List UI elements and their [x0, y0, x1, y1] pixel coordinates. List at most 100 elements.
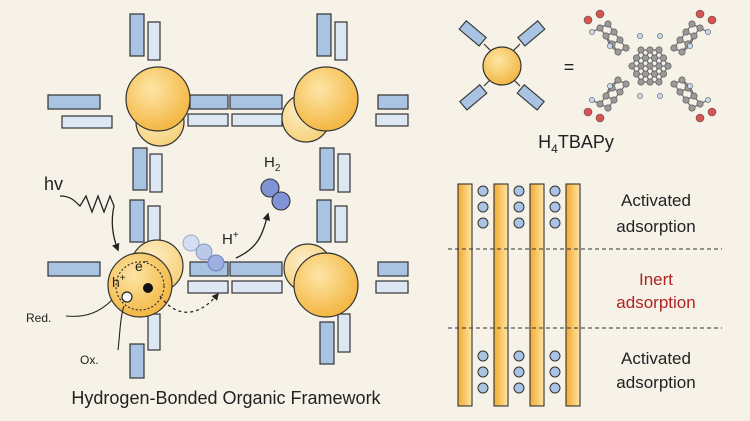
atom	[614, 76, 622, 84]
proton-spheres	[182, 234, 225, 272]
photon-label: hv	[44, 174, 63, 194]
adsorbed-molecule	[549, 201, 561, 213]
atom	[604, 20, 612, 28]
atom	[687, 83, 693, 89]
atom	[682, 96, 690, 104]
atom	[657, 33, 663, 39]
tbapy-structure-icon	[583, 9, 717, 123]
atom	[670, 80, 678, 88]
atom	[614, 48, 622, 56]
framework-node-top-right	[229, 13, 409, 193]
atom	[690, 32, 698, 40]
atom	[641, 70, 649, 78]
adsorbed-molecule	[513, 350, 525, 362]
adsorbed-molecule	[513, 382, 525, 394]
adsorbed-molecule	[477, 217, 489, 229]
atom	[655, 62, 663, 70]
framework-node-top-left	[47, 13, 229, 193]
electron-dot	[143, 283, 153, 293]
atom	[637, 93, 643, 99]
atom	[589, 29, 595, 35]
atom	[596, 24, 604, 32]
atom	[678, 48, 686, 56]
atom	[637, 78, 645, 86]
adsorbed-molecule	[513, 185, 525, 197]
adsorbed-molecule	[549, 217, 561, 229]
framework-node-bottom-left	[47, 199, 229, 379]
framework-lattice	[47, 13, 409, 379]
atom	[610, 28, 618, 36]
pore-wall	[457, 183, 473, 407]
red-pointer	[65, 299, 113, 317]
atom	[655, 78, 663, 86]
adsorbed-molecule	[513, 201, 525, 213]
adsorbed-molecule	[477, 350, 489, 362]
atom	[607, 83, 613, 89]
atom	[695, 113, 705, 123]
atom	[676, 88, 684, 96]
hole-dot	[121, 291, 133, 303]
atom	[646, 78, 654, 86]
photon-wave-icon	[59, 194, 120, 252]
zone-bottom-line2: adsorption	[616, 373, 695, 392]
atom	[628, 62, 636, 70]
atom	[690, 92, 698, 100]
adsorbed-molecule	[549, 366, 561, 378]
hole-label: h+	[112, 273, 126, 290]
adsorbed-molecule	[513, 217, 525, 229]
atom	[637, 33, 643, 39]
atom	[602, 92, 610, 100]
zone-top-line2: adsorption	[616, 217, 695, 236]
tbapy-schematic-icon	[458, 20, 546, 111]
atom	[622, 44, 630, 52]
atom	[641, 54, 649, 62]
atom	[650, 70, 658, 78]
atom	[678, 76, 686, 84]
framework-caption: Hydrogen-Bonded Organic Framework	[71, 388, 381, 408]
atom	[705, 29, 711, 35]
adsorbed-molecule	[477, 382, 489, 394]
adsorbed-molecule	[549, 185, 561, 197]
atom	[583, 15, 593, 25]
reduction-arrow	[235, 212, 271, 259]
oxidation-label: Ox.	[80, 353, 99, 367]
pore-channel	[457, 183, 581, 407]
electron-label: e−	[135, 257, 149, 274]
pore-wall	[565, 183, 581, 407]
atom	[705, 97, 711, 103]
adsorbed-molecule	[513, 366, 525, 378]
atom	[696, 100, 704, 108]
atom	[589, 97, 595, 103]
atom	[616, 88, 624, 96]
pore-wall	[529, 183, 545, 407]
atom	[602, 32, 610, 40]
atom	[637, 62, 645, 70]
zone-bottom-line1: Activated	[621, 349, 691, 368]
hydrogen-label: H2	[264, 154, 281, 174]
atom	[655, 46, 663, 54]
atom	[637, 46, 645, 54]
zone-middle-line2: adsorption	[616, 293, 695, 312]
atom	[676, 36, 684, 44]
adsorbed-molecule	[549, 350, 561, 362]
zone-middle-line1: Inert	[639, 270, 673, 289]
atom	[595, 113, 605, 123]
atom	[650, 54, 658, 62]
framework-node-bottom-right	[229, 199, 409, 365]
atom	[687, 43, 693, 49]
proton-label: H+	[222, 230, 239, 248]
atom	[659, 54, 667, 62]
electron-transfer-arrow	[159, 292, 219, 313]
pore-wall	[493, 183, 509, 407]
atom	[622, 80, 630, 88]
atom	[583, 107, 593, 117]
atom	[595, 9, 605, 19]
atom	[664, 62, 672, 70]
reduction-label: Red.	[26, 311, 51, 325]
atom	[688, 104, 696, 112]
h2-molecule-icon	[260, 178, 291, 211]
atom	[659, 70, 667, 78]
atom	[696, 24, 704, 32]
